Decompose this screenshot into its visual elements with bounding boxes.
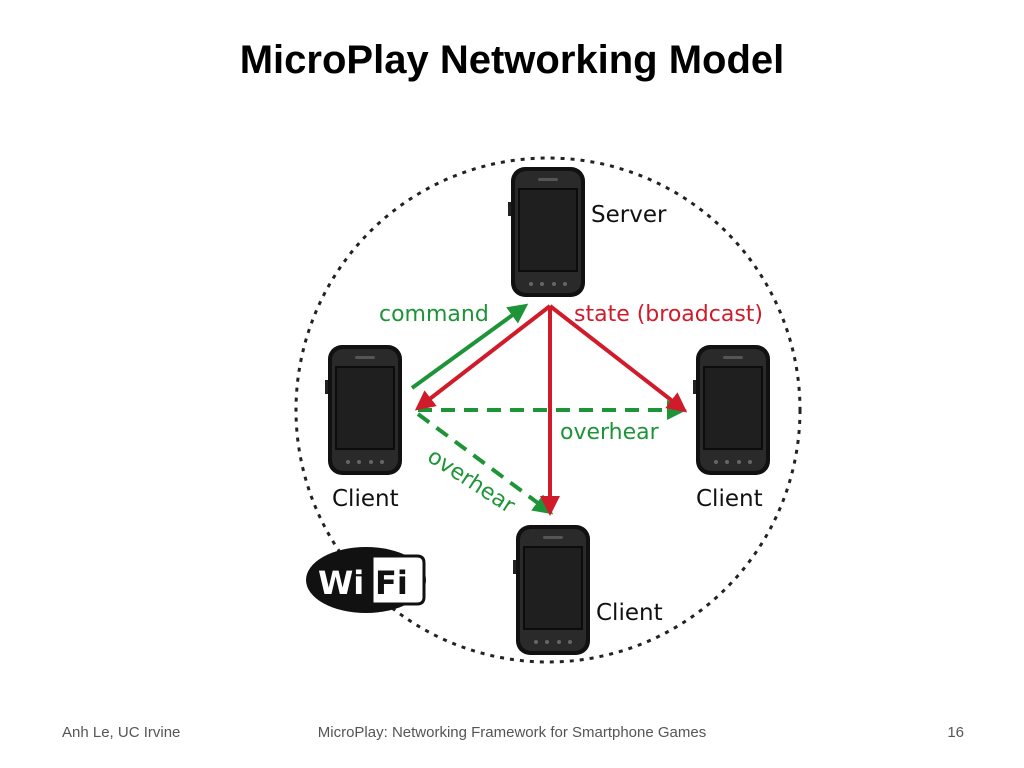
client-bottom-label: Client [596,600,663,626]
client-left-label: Client [332,486,399,512]
command-label: command [379,302,489,327]
wifi-logo-icon: Wi Fi [306,547,426,613]
state-arrow-left [414,304,552,411]
server-label: Server [591,202,667,228]
overhear-right-label: overhear [560,420,660,445]
svg-text:Fi: Fi [375,564,408,602]
state-arrow-right [548,304,688,413]
client-left-phone-icon [325,345,402,475]
client-right-phone-icon [693,345,770,475]
overhear-arrow-diagonal [416,412,554,515]
footer-author: Anh Le, UC Irvine [62,724,181,741]
state-broadcast-label: state (broadcast) [574,302,763,327]
client-right-label: Client [696,486,763,512]
server-phone-icon [508,167,585,297]
network-boundary-circle [294,156,802,664]
footer-course: MicroPlay: Networking Framework for Smar… [317,724,707,741]
footer-page-number: 16 [947,724,964,741]
command-arrow [410,303,529,390]
client-bottom-phone-icon [513,525,590,655]
slide-title: MicroPlay Networking Model [239,38,785,82]
svg-text:Wi: Wi [318,564,364,602]
overhear-diagonal-label: overhear [423,444,520,519]
